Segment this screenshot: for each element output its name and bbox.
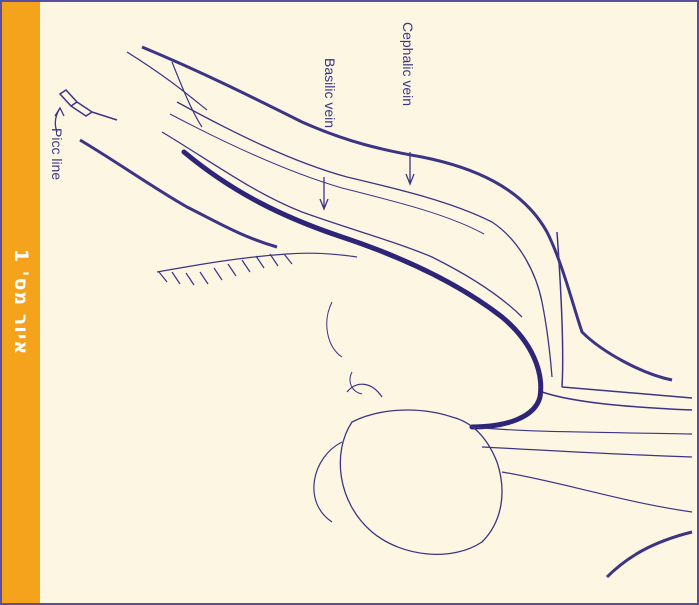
lower-chest bbox=[607, 532, 692, 577]
label-basilic-vein: Basilic vein bbox=[322, 58, 338, 128]
armpit-hatching bbox=[157, 253, 357, 285]
arm-outline-upper-thin bbox=[127, 52, 207, 127]
basilic-vein bbox=[162, 132, 522, 317]
heart-outline bbox=[340, 410, 502, 554]
great-vessels bbox=[472, 427, 692, 512]
label-cephalic-vein: Cephalic vein bbox=[400, 22, 416, 106]
chest-outline bbox=[542, 232, 692, 410]
picc-hub bbox=[60, 90, 117, 120]
shoulder-curve bbox=[327, 302, 362, 394]
label-picc-line: Picc line bbox=[49, 128, 65, 180]
